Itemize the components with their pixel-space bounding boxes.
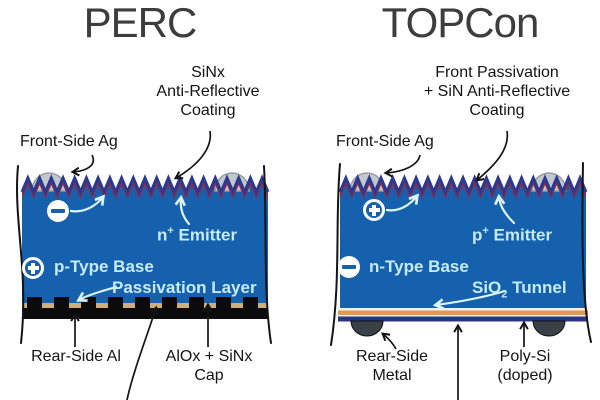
rear-contact-square (27, 297, 42, 308)
perc-passivation-label: Passivation Layer (112, 278, 257, 297)
topcon-rear-metal-contact-left (350, 320, 384, 337)
perc-rear-al-layer (22, 308, 268, 319)
cell-body (340, 178, 586, 308)
minus-charge-icon (47, 200, 69, 222)
rear-contact-square (81, 297, 96, 308)
perc-cell (20, 172, 270, 319)
rear-contact-square (216, 297, 231, 308)
perc-local-contact-openings (27, 297, 258, 308)
rear-contact-square (189, 297, 204, 308)
topcon-plus-to-emitter-arrow (385, 193, 420, 212)
topcon-front-ag-arrow (383, 154, 421, 178)
topcon-tunnel-label-arrow (432, 289, 507, 310)
minus-charge-icon (338, 256, 360, 278)
perc-coating-arrow (173, 130, 212, 180)
perc-front-ag-label: Front-Side Ag (20, 133, 118, 150)
topcon-poly-label: Poly-Si (doped) (497, 348, 553, 384)
topcon-rear-metal-arrow (381, 332, 397, 350)
topcon-rear-metal-label: Rear-Side Metal (355, 348, 429, 384)
topcon-interface-line-bottom (338, 315, 588, 317)
rear-contact-square (54, 297, 69, 308)
topcon-tunnel-label: SiO2 Tunnel (472, 278, 567, 301)
topcon-sio2-tunnel-layer (338, 310, 588, 315)
topcon-title: TOPCon (381, 0, 540, 46)
rear-contact-square (243, 297, 258, 308)
perc-right-cut-edge (263, 165, 272, 344)
topcon-right-cut-edge (581, 162, 592, 343)
perc-front-ag-arrow (70, 154, 95, 177)
topcon-emitter-label-arrow (493, 193, 516, 225)
plus-charge-icon (22, 257, 44, 279)
perc-rear-al-label: Rear-Side Al (31, 348, 121, 365)
topcon-polysi-layer (338, 316, 588, 322)
topcon-cell (338, 172, 588, 337)
textured-surface-line (338, 174, 588, 196)
perc-emitter-label: n+ Emitter (157, 225, 238, 245)
perc-coating-label: SiNx Anti-Reflective Coating (156, 64, 260, 119)
topcon-coating-arrow (475, 130, 509, 182)
perc-cap-label: AlOx + SiNx Cap (165, 348, 253, 384)
perc-passivation-label-arrow (76, 285, 118, 302)
perc-title: PERC (83, 0, 198, 46)
topcon-rear-metal-contact-right (532, 320, 566, 337)
topcon-coating-label: Front Passivation + SiN Anti-Reflective … (423, 64, 571, 119)
perc-minus-to-emitter-arrow (69, 194, 106, 213)
topcon-interface-line-top (338, 308, 588, 311)
perc-left-cut-edge (16, 165, 25, 344)
perc-base-label: p-Type Base (54, 257, 154, 276)
topcon-left-cut-edge (330, 163, 341, 346)
rear-contact-square (135, 297, 150, 308)
topcon-base-label: n-Type Base (369, 257, 469, 276)
textured-surface-line (20, 174, 270, 196)
topcon-emitter-label: p+ Emitter (472, 225, 553, 245)
topcon-front-ag-label: Front-Side Ag (336, 133, 434, 150)
plus-charge-icon (363, 199, 385, 221)
perc-emitter-label-arrow (174, 194, 191, 226)
rear-contact-square (162, 297, 177, 308)
perc-bottom-pointer-line (126, 305, 159, 400)
rear-contact-square (108, 297, 123, 308)
